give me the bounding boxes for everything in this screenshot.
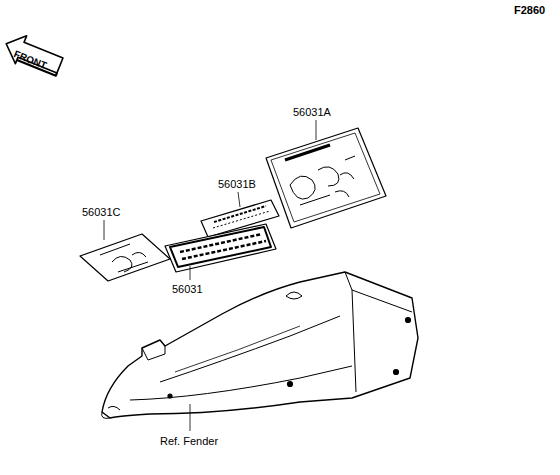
- callout-number: 56031C: [82, 207, 121, 218]
- leader-line: [190, 404, 191, 431]
- decal-56031a: [266, 128, 386, 228]
- decal-56031: [165, 224, 276, 272]
- callout-number: 56031: [172, 284, 203, 295]
- decal-56031c: [80, 234, 170, 281]
- front-arrow: [1, 30, 66, 80]
- callout-number: 56031B: [218, 179, 256, 190]
- figure-number: F2860: [514, 5, 545, 16]
- leader-line: [104, 220, 105, 240]
- leader-line: [190, 266, 191, 280]
- callout-number: 56031A: [293, 107, 331, 118]
- leader-line: [238, 192, 240, 207]
- leader-line: [316, 120, 317, 140]
- rear-fender: [102, 272, 418, 418]
- reference-label: Ref. Fender: [160, 436, 218, 447]
